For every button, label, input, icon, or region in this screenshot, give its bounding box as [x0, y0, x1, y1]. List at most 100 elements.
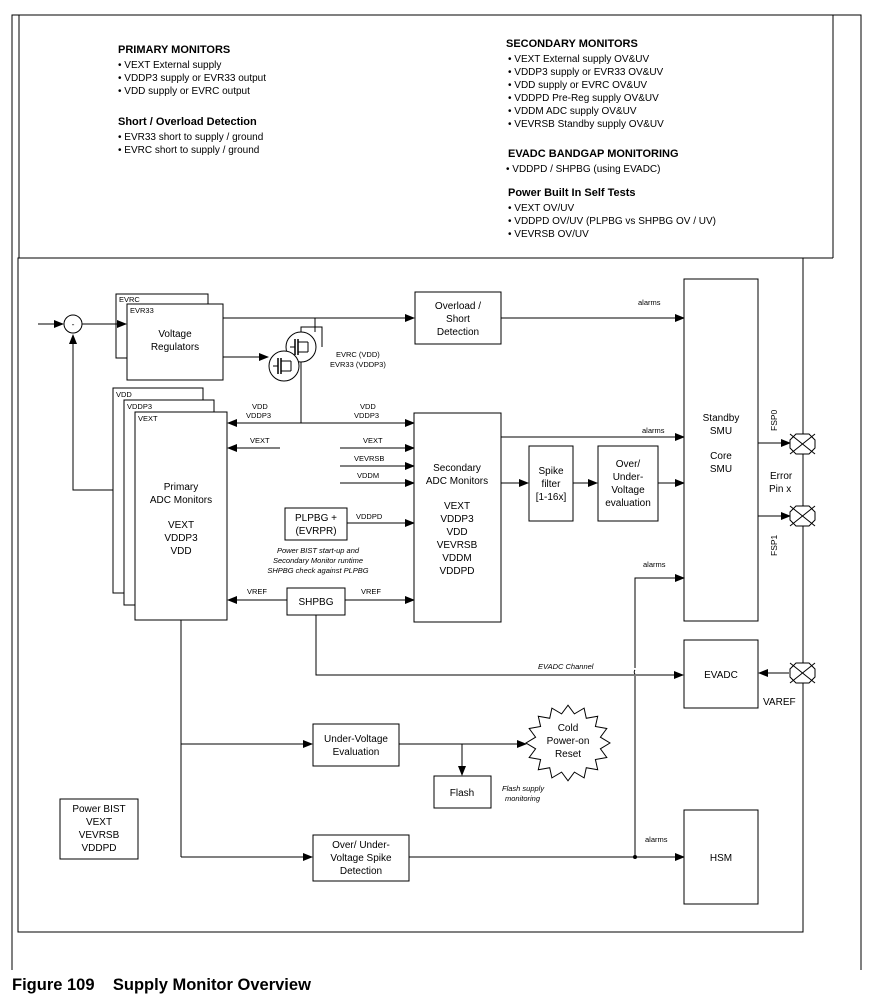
alarms-label: alarms	[642, 426, 665, 435]
block-label: evaluation	[605, 498, 651, 509]
block-label: Spike	[538, 466, 563, 477]
list-item: • VDDPD OV/UV (PLPBG vs SHPBG OV / UV)	[508, 216, 716, 227]
list-item: • EVR33 short to supply / ground	[118, 132, 263, 143]
block-label: Under-Voltage	[324, 734, 388, 745]
vddpd-label: VDDPD	[356, 512, 383, 521]
secondary-monitors-list: SECONDARY MONITORS • VEXT External suppl…	[506, 38, 716, 240]
block-label: (EVRPR)	[295, 526, 336, 537]
evadc-channel-label: EVADC Channel	[538, 662, 594, 671]
shpbg-block: SHPBG	[286, 587, 346, 616]
block-label: filter	[542, 479, 562, 490]
block-label: Voltage Spike	[330, 853, 392, 864]
vext-stack-label: VEXT	[138, 414, 158, 423]
list-item: • VDDM ADC supply OV&UV	[508, 106, 637, 117]
block-label: Flash	[450, 788, 474, 799]
block-label: Short	[446, 314, 470, 325]
vext-label: VEXT	[363, 436, 383, 445]
block-label: Detection	[437, 327, 479, 338]
secondary-monitors-title: SECONDARY MONITORS	[506, 38, 638, 50]
block-label: Evaluation	[333, 747, 380, 758]
vddp3-label: VDDP3	[246, 411, 271, 420]
block-label: Power-on	[547, 736, 590, 747]
block-label: EVADC	[704, 670, 738, 681]
voltage-regulators-block: EVRC EVR33 Voltage Regulators	[115, 293, 224, 381]
block-label: PLPBG +	[295, 513, 337, 524]
transistor-icon	[268, 350, 300, 382]
list-item: • EVRC short to supply / ground	[118, 145, 259, 156]
block-label: ADC Monitors	[150, 495, 212, 506]
diagram-frame	[17, 257, 804, 933]
outer-frame	[11, 14, 862, 970]
fsp0-label: FSP0	[769, 409, 779, 431]
vdd-label: VDD	[360, 402, 376, 411]
alarms-label: alarms	[638, 298, 661, 307]
figure-caption: Figure 109 Supply Monitor Overview	[12, 976, 311, 994]
power-bist-tests-title: Power Built In Self Tests	[508, 187, 636, 199]
list-item: • VEXT External supply OV&UV	[508, 54, 649, 65]
primary-monitors-title: PRIMARY MONITORS	[118, 44, 230, 56]
evr33-label: EVR33	[130, 306, 154, 315]
under-voltage-evaluation-block: Under-Voltage Evaluation	[312, 723, 400, 767]
secondary-adc-monitors-block: Secondary ADC Monitors VEXT VDDP3 VDD VE…	[413, 412, 502, 623]
block-label: SHPBG	[298, 597, 333, 608]
list-item: • VDDP3 supply or EVR33 OV&UV	[508, 67, 664, 78]
block-label: Reset	[555, 749, 581, 760]
error-pin-label: Error	[770, 471, 793, 482]
cold-power-on-reset-burst: Cold Power-on Reset	[525, 704, 611, 782]
spike-filter-block: Spike filter [1-16x]	[528, 445, 574, 522]
vddm-label: VDDM	[357, 471, 379, 480]
primary-monitors-list: PRIMARY MONITORS • VEXT External supply …	[118, 44, 266, 156]
bist-note: Power BIST start-up and	[277, 546, 360, 555]
smu-block: Standby SMU Core SMU	[683, 278, 759, 622]
evrc-label: EVRC	[119, 295, 140, 304]
flash-note: monitoring	[505, 794, 541, 803]
block-label: VEXT	[444, 501, 470, 512]
block-label: VEVRSB	[437, 540, 478, 551]
block-label: [1-16x]	[536, 492, 567, 503]
hsm-block: HSM	[683, 809, 759, 905]
vref-label: VREF	[247, 587, 267, 596]
block-label: Under-	[613, 472, 644, 483]
list-item: • VDD supply or EVRC OV&UV	[508, 80, 647, 91]
error-pin-label: Pin x	[769, 484, 791, 495]
list-item: • VEVRSB Standby supply OV&UV	[508, 119, 664, 130]
block-label: Standby	[703, 413, 740, 424]
evadc-bandgap-title: EVADC BANDGAP MONITORING	[508, 148, 679, 160]
summing-node-minus: -	[72, 319, 75, 329]
block-label: VEXT	[168, 520, 194, 531]
fsp0-pin-icon	[789, 433, 816, 455]
bist-note: SHPBG check against PLPBG	[267, 566, 368, 575]
vdd-stack-label: VDD	[116, 390, 132, 399]
voltage-regulators-label: Regulators	[151, 342, 199, 353]
block-label: VDD	[170, 546, 191, 557]
block-label: VDD	[446, 527, 467, 538]
fsp1-pin-icon	[789, 505, 816, 527]
short-overload-title: Short / Overload Detection	[118, 116, 257, 128]
vddp3-stack-label: VDDP3	[127, 402, 152, 411]
varef-label: VAREF	[763, 697, 796, 708]
primary-adc-monitors-block: VDD VDDP3 VEXT Primary ADC Monitors VEXT…	[112, 387, 228, 621]
varef-pin-icon	[789, 662, 816, 684]
flash-block: Flash	[433, 775, 492, 809]
block-label: HSM	[710, 853, 732, 864]
block-label: Over/ Under-	[332, 840, 390, 851]
alarms-label: alarms	[645, 835, 668, 844]
alarms-label: alarms	[643, 560, 666, 569]
bist-note: Secondary Monitor runtime	[273, 556, 363, 565]
block-label: SMU	[710, 426, 732, 437]
vddp3-label: VDDP3	[354, 411, 379, 420]
list-item: • VEXT OV/UV	[508, 203, 574, 214]
block-label: Overload /	[435, 301, 481, 312]
vdd-label: VDD	[252, 402, 268, 411]
block-label: VDDP3	[164, 533, 198, 544]
power-bist-block: Power BIST VEXT VEVRSB VDDPD	[59, 798, 139, 860]
block-label: Power BIST	[72, 804, 125, 815]
overload-short-detection-block: Overload / Short Detection	[414, 291, 502, 345]
block-label: Core	[710, 451, 732, 462]
block-label: VDDPD	[81, 843, 116, 854]
block-label: Secondary	[433, 463, 481, 474]
supply-monitor-diagram: PRIMARY MONITORS • VEXT External supply …	[11, 14, 862, 970]
fsp1-label: FSP1	[769, 534, 779, 556]
list-item: • VDDPD Pre-Reg supply OV&UV	[508, 93, 659, 104]
block-label: VDDP3	[440, 514, 474, 525]
